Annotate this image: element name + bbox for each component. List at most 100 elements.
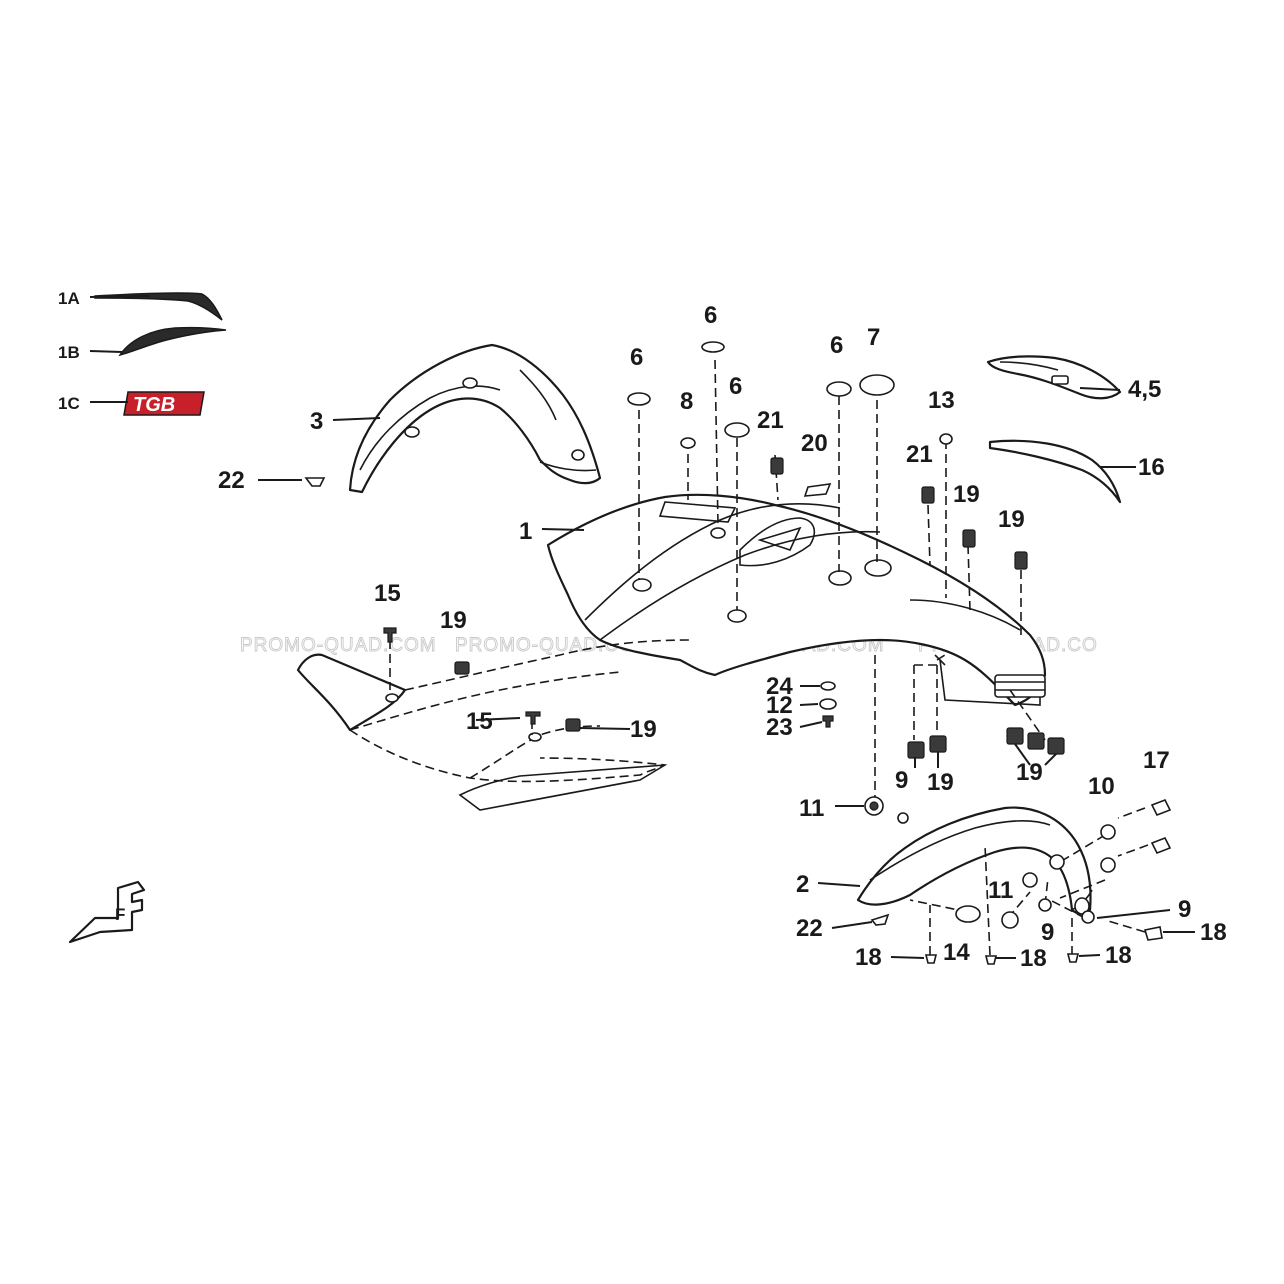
label-22b: 22 [796,915,823,942]
bolt-17a [1150,798,1172,817]
label-19b: 19 [998,506,1025,533]
label-6a: 6 [630,344,643,371]
washer-10d [1022,872,1038,888]
assembly-lines [389,359,1149,956]
clip-19f1 [1006,727,1024,745]
label-1c: 1C [58,394,80,413]
lower-bumper-outline [296,639,691,811]
screw-18b [984,955,998,965]
label-13: 13 [928,387,955,414]
clip-19f3 [1047,737,1065,755]
clip-19c [454,661,470,675]
screw-18c [1066,953,1080,963]
label-11a: 11 [799,795,824,822]
grommet-6c [724,422,750,438]
part-3-left-fender [348,343,602,494]
screw-15b [525,711,541,725]
clip-19b [1014,551,1028,570]
washer-9b [1038,898,1052,912]
nut-11b [1001,911,1019,929]
screw-15a [383,627,397,643]
label-2: 2 [796,871,809,898]
label-9c: 9 [1178,896,1191,923]
clip-19d [565,718,581,732]
label-6d: 6 [830,332,843,359]
hardware [304,341,1172,965]
label-23: 23 [766,714,793,741]
label-19f: 19 [1016,759,1043,786]
label-19e: 19 [927,769,954,796]
label-12: 12 [766,692,793,719]
washer-13 [939,433,953,445]
watermark-1: PROMO-QUAD.COM [240,635,437,656]
label-19d: 19 [630,716,657,743]
label-15b: 15 [466,708,493,735]
label-4-5: 4,5 [1128,376,1161,403]
label-3: 3 [310,408,323,435]
label-1b: 1B [58,343,80,362]
clip-20 [803,483,832,497]
label-24: 24 [766,673,793,700]
pin-22b [870,913,890,926]
label-11b: 11 [988,877,1013,904]
washer-8 [680,437,696,449]
label-7: 7 [867,324,880,351]
clip-19e2 [929,735,947,753]
tgb-logo-decal: TGB [123,391,205,416]
label-18b: 18 [1020,945,1047,972]
washer-9c [1081,910,1095,924]
grommet-6b [701,341,725,353]
tgb-logo-text: TGB [133,394,175,416]
leader-lines [89,295,1195,959]
label-17: 17 [1143,747,1170,774]
washer-12 [819,698,837,710]
label-6b: 6 [704,302,717,329]
screw-23 [822,715,834,728]
part-4-5-cover [986,355,1122,400]
washer-10b [1100,857,1116,873]
washer-9a [897,812,909,824]
label-6c: 6 [729,373,742,400]
cap-7 [859,374,895,396]
bushing-14 [955,905,981,923]
label-21a: 21 [757,407,784,434]
direction-marker: F [68,880,146,944]
screw-18d [1143,926,1163,941]
grommet-6a [627,392,651,406]
screw-18a [924,954,938,964]
part-1-front-body [546,493,1047,707]
washer-10c [1049,854,1065,870]
label-19c: 19 [440,607,467,634]
pin-22a [304,477,326,487]
decal-1a [94,292,223,321]
label-9b: 9 [1041,919,1054,946]
washer-10a [1100,824,1116,840]
label-18d: 18 [1200,919,1227,946]
label-20: 20 [801,430,828,457]
part-16-strip [988,439,1122,504]
clip-21a [770,457,784,475]
grommet-6d [826,381,852,397]
label-18c: 18 [1105,942,1132,969]
decal-1b [118,326,227,357]
clip-19a [962,529,976,548]
washer-24 [820,681,836,691]
label-19a: 19 [953,481,980,508]
bolt-17b [1150,836,1172,855]
label-16: 16 [1138,454,1165,481]
part-2-right-fender [856,806,1093,915]
callout-labels: 1A 1B 1C 3 22 1 6 6 6 6 7 8 21 20 13 21 … [58,289,1227,972]
label-22a: 22 [218,467,245,494]
label-14: 14 [943,939,970,966]
clip-21b [921,486,935,504]
label-9a: 9 [895,767,908,794]
label-21b: 21 [906,441,933,468]
label-15a: 15 [374,580,401,607]
clip-19f2 [1027,732,1045,750]
direction-marker-letter: F [115,905,125,924]
label-18a: 18 [855,944,882,971]
clip-19e1 [907,741,925,759]
label-10: 10 [1088,773,1115,800]
